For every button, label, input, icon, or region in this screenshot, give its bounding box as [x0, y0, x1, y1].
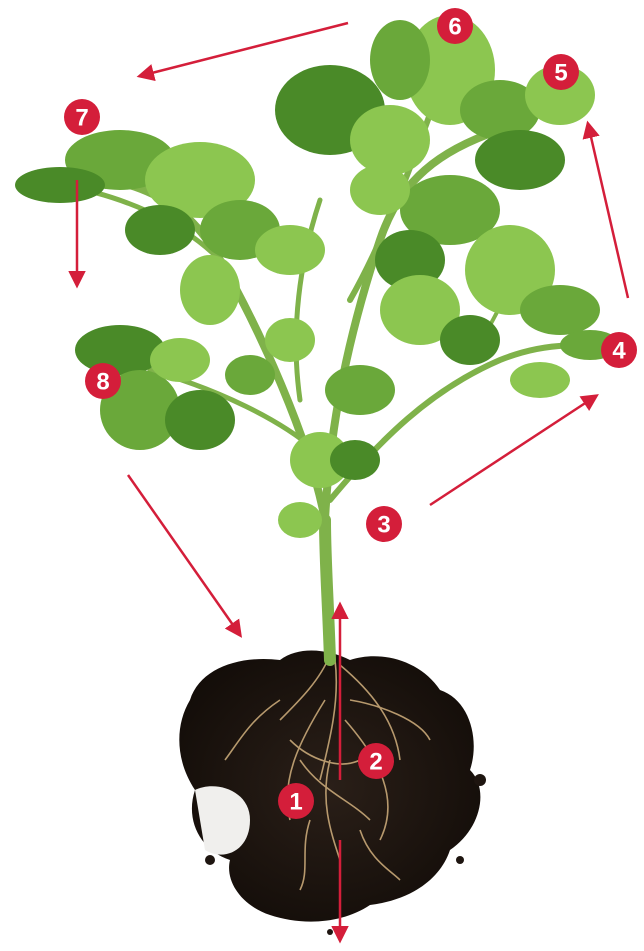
- arrow-to-soil: [128, 475, 240, 635]
- marker-label: 8: [96, 369, 109, 396]
- marker-4: 4: [601, 332, 637, 368]
- marker-label: 6: [448, 14, 461, 41]
- arrow-to-5: [588, 124, 628, 298]
- marker-label: 4: [612, 338, 626, 365]
- marker-2: 2: [358, 743, 394, 779]
- foliage: [15, 15, 620, 538]
- marker-6: 6: [437, 8, 473, 44]
- marker-label: 7: [75, 105, 88, 132]
- marker-label: 3: [377, 512, 390, 539]
- marker-label: 1: [289, 789, 302, 816]
- marker-label: 5: [554, 60, 567, 87]
- marker-3: 3: [366, 506, 402, 542]
- marker-1: 1: [278, 783, 314, 819]
- marker-7: 7: [64, 99, 100, 135]
- marker-5: 5: [543, 54, 579, 90]
- marker-label: 2: [369, 749, 382, 776]
- marker-8: 8: [85, 363, 121, 399]
- arrow-to-4: [430, 396, 596, 505]
